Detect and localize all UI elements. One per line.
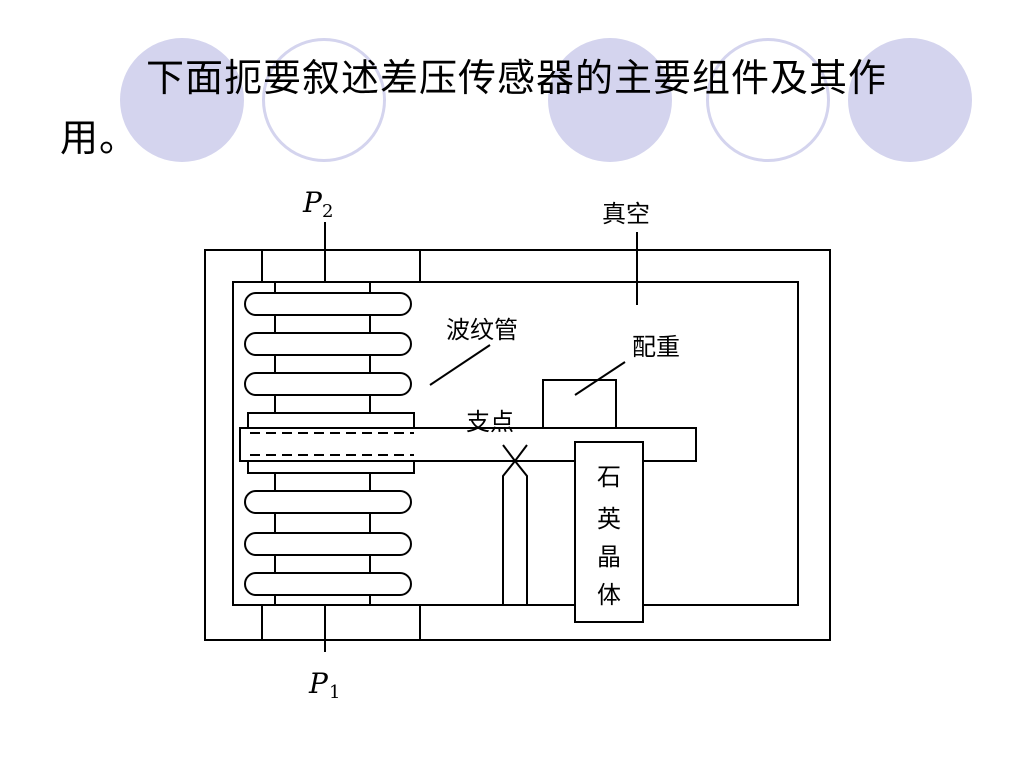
p1-label: P — [308, 667, 329, 700]
counterweight-label: 配重 — [632, 333, 680, 361]
slide-title: 下面扼要叙述差压传感器的主要组件及其作用。 — [60, 56, 888, 160]
bellows-coil — [244, 490, 412, 514]
outer-housing — [204, 249, 831, 641]
bellows-coil — [244, 292, 412, 316]
differential-pressure-sensor-diagram: P 2 P 1 真空 波纹管 配重 支点 石 英 晶 体 — [204, 186, 831, 703]
bellows-coil — [244, 332, 412, 356]
top-port-block — [261, 249, 421, 283]
quartz-label-char-4: 体 — [597, 581, 621, 609]
decor-circle-1 — [120, 38, 244, 162]
decor-circle-5 — [848, 38, 972, 162]
p1-subscript: 1 — [329, 682, 340, 703]
p2-label: P — [302, 186, 323, 219]
pivot-post — [502, 459, 528, 606]
vacuum-label: 真空 — [602, 200, 650, 228]
bottom-port-block — [261, 604, 421, 641]
decor-circle-3 — [548, 38, 672, 162]
quartz-label-char-1: 石 — [597, 463, 621, 491]
quartz-crystal — [574, 441, 644, 623]
decor-circle-2 — [262, 38, 386, 162]
bellows-coil — [244, 372, 412, 396]
bellows-label: 波纹管 — [446, 316, 518, 344]
bellows-coil — [244, 532, 412, 556]
bellows-leader — [429, 344, 491, 386]
quartz-label-char-3: 晶 — [597, 543, 621, 571]
counterweight-leader — [574, 361, 626, 396]
decor-circle-4 — [706, 38, 830, 162]
bellows-coil — [244, 572, 412, 596]
quartz-label-char-2: 英 — [597, 505, 621, 533]
counterweight-block — [542, 379, 617, 429]
pivot-label: 支点 — [466, 408, 514, 436]
p2-subscript: 2 — [322, 201, 333, 222]
